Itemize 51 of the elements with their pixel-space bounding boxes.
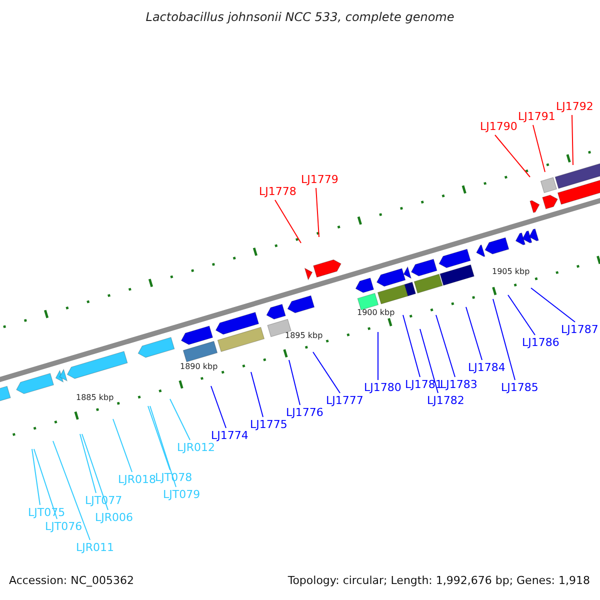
- gene-label: LJ1780: [364, 382, 402, 393]
- gene-label: LJ1785: [501, 382, 538, 393]
- leader-line: [32, 448, 40, 506]
- gene-label: LJT076: [45, 521, 82, 532]
- leader-line: [492, 298, 516, 380]
- leader-line: [572, 114, 574, 166]
- gene-label: LJ1784: [468, 362, 506, 373]
- accession-text: Accession: NC_005362: [9, 575, 134, 586]
- leader-line: [508, 294, 536, 336]
- leader-line: [80, 434, 96, 494]
- gene-label: LJR006: [95, 512, 134, 523]
- map-title: Lactobacillus johnsonii NCC 533, complete genome: [144, 11, 456, 23]
- gene-label: LJ1778: [259, 186, 296, 197]
- leader-line: [274, 200, 302, 244]
- gene-label: LJR018: [118, 474, 156, 485]
- gene-label: LJ1787: [561, 324, 598, 335]
- leader-line: [494, 134, 530, 178]
- gene-label: LJ1791: [518, 111, 556, 122]
- gene-label: LJ1777: [326, 395, 364, 406]
- topology-text: Topology: circular; Length: 1,992,676 bp; Genes: 1,918: [288, 575, 590, 586]
- scale-label: 1885 kbp: [76, 394, 114, 402]
- leader-line: [532, 124, 546, 172]
- leader-line: [170, 398, 190, 440]
- leader-line: [148, 406, 170, 470]
- gene-label: LJR012: [177, 442, 216, 453]
- leader-line: [530, 288, 576, 322]
- scale-label: 1900 kbp: [357, 309, 395, 317]
- gene-label: LJ1783: [440, 379, 478, 390]
- scale-label: 1895 kbp: [285, 332, 323, 340]
- leader-line: [436, 314, 456, 378]
- leader-line: [402, 314, 420, 378]
- leader-line: [112, 418, 132, 472]
- gene-label: LJ1774: [211, 430, 248, 441]
- gene-label: LJ1790: [480, 121, 518, 132]
- gene-label: LJ1782: [427, 395, 464, 406]
- leader-line: [288, 360, 300, 406]
- leader-line: [210, 386, 226, 428]
- leader-line: [312, 352, 340, 394]
- leader-line: [466, 306, 482, 360]
- gene-label: LJT079: [163, 489, 200, 500]
- gene-label: LJR011: [76, 542, 114, 553]
- gene-label: LJ1775: [250, 419, 288, 430]
- gene-label: LJ1779: [301, 174, 338, 185]
- scale-label: 1905 kbp: [492, 268, 530, 276]
- leader-line: [316, 188, 320, 238]
- gene-label: LJ1792: [556, 101, 594, 112]
- leader-line: [250, 372, 264, 418]
- leader-line: [52, 440, 90, 540]
- gene-label: LJ1786: [522, 337, 560, 348]
- gene-label: LJ1776: [286, 407, 324, 418]
- scale-label: 1890 kbp: [180, 363, 218, 371]
